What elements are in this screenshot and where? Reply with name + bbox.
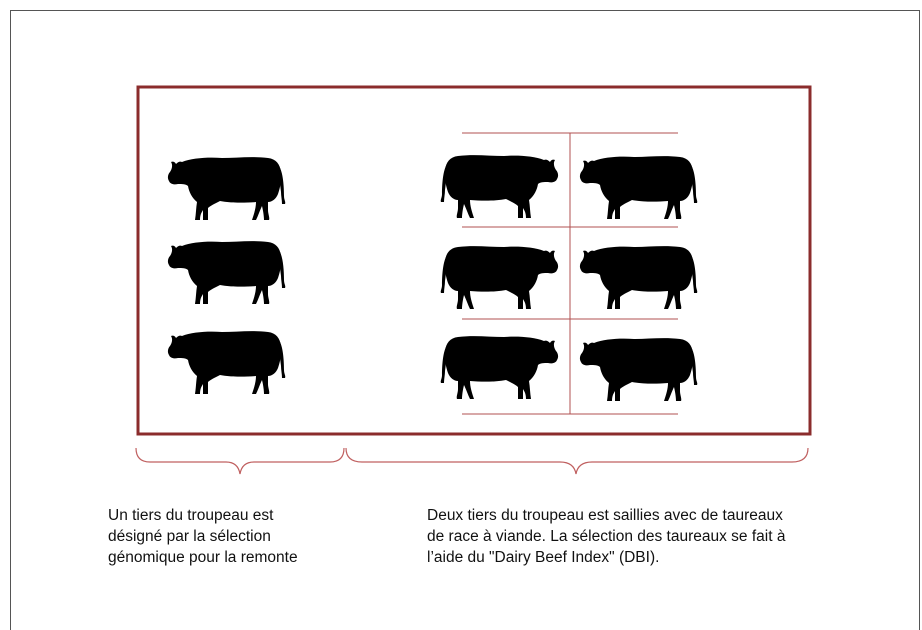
caption-left-line: génomique pour la remonte: [108, 549, 298, 566]
cow-icon: [440, 246, 559, 309]
caption-right-line: de race à viande. La sélection des taure…: [427, 528, 786, 545]
caption-right-line: Deux tiers du troupeau est saillies avec…: [427, 507, 783, 524]
caption-left-line: désigné par la sélection: [108, 528, 271, 545]
cow-icon: [167, 157, 286, 220]
right-cow-group: [440, 155, 698, 401]
cow-icon: [167, 241, 286, 304]
outer-frame: [10, 10, 920, 630]
cow-icon: [579, 338, 698, 401]
cow-icon: [167, 331, 286, 394]
caption-left-line: Un tiers du troupeau est: [108, 507, 274, 524]
cow-icon: [440, 155, 559, 218]
brace-left: [135, 447, 345, 475]
caption-left: Un tiers du troupeau est désigné par la …: [108, 505, 368, 568]
caption-right: Deux tiers du troupeau est saillies avec…: [427, 505, 887, 568]
pen-dividers: [462, 132, 678, 415]
cow-icon: [579, 246, 698, 309]
brace-right: [345, 447, 809, 475]
cow-icon: [579, 156, 698, 219]
herd-frame: [136, 85, 812, 436]
caption-right-line: l’aide du "Dairy Beef Index" (DBI).: [427, 549, 660, 566]
cow-icon: [440, 336, 559, 399]
left-cow-group: [167, 157, 286, 394]
